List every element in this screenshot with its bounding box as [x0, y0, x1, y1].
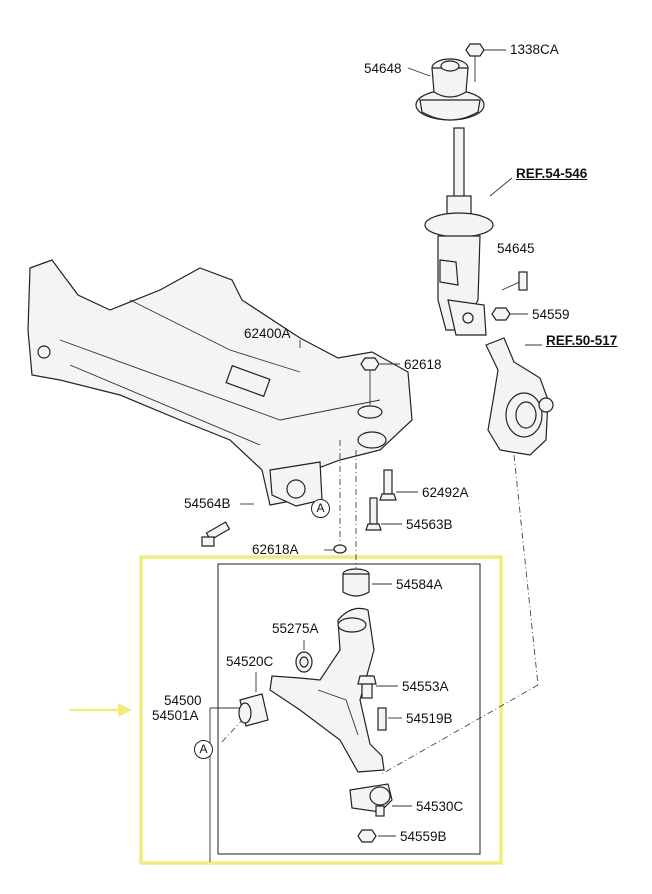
nut-54559: [491, 307, 511, 321]
washer-62618a: [333, 544, 347, 554]
nut-1338ca: [465, 43, 485, 82]
label-54520c: 54520C: [226, 654, 274, 669]
label-54648: 54648: [364, 61, 402, 76]
label-62618: 62618: [404, 357, 442, 372]
label-54553a: 54553A: [402, 679, 449, 694]
label-54584a: 54584A: [396, 577, 443, 592]
pointer-arrow: [70, 703, 132, 717]
bolt-54645: [518, 271, 528, 291]
label-54519b: 54519B: [406, 711, 453, 726]
label-54563b: 54563B: [406, 517, 453, 532]
label-54500: 54500: [164, 693, 202, 708]
label-54530c: 54530C: [416, 799, 464, 814]
lower-control-arm: [269, 607, 385, 773]
label-62400a: 62400A: [244, 326, 291, 341]
label-54564b: 54564B: [184, 496, 231, 511]
label-1338ca: 1338CA: [510, 42, 559, 57]
label-55275a: 55275A: [272, 621, 319, 636]
bolt-54519b: [377, 707, 387, 731]
bushing-54520c: [238, 693, 269, 727]
subframe-62400a: [27, 259, 413, 507]
bolt-54553a: [357, 675, 377, 699]
marker-a-lower: A: [194, 740, 213, 759]
steering-knuckle: [485, 337, 554, 456]
bushing-54584a: [342, 568, 370, 597]
nut-62618: [357, 357, 387, 449]
bolt-62492a: [379, 469, 397, 501]
ref-50-517[interactable]: REF.50-517: [546, 333, 618, 348]
strut-assembly: [424, 127, 494, 336]
bolt-54564b: [201, 521, 231, 547]
marker-a-upper: A: [311, 499, 330, 518]
label-54645: 54645: [497, 241, 535, 256]
nut-54559b: [357, 829, 377, 843]
bushing-55275a: [295, 651, 313, 673]
label-54501a: 54501A: [152, 708, 199, 723]
strut-mount: [415, 58, 485, 121]
subassembly-box: [217, 563, 481, 855]
label-62618a: 62618A: [252, 542, 299, 557]
highlight-box: [139, 555, 503, 865]
ball-joint-54530c: [349, 783, 393, 817]
ref-54-546[interactable]: REF.54-546: [516, 166, 588, 181]
label-54559b: 54559B: [400, 829, 447, 844]
label-62492a: 62492A: [422, 485, 469, 500]
bolt-54563b: [365, 497, 382, 531]
label-54559: 54559: [532, 307, 570, 322]
